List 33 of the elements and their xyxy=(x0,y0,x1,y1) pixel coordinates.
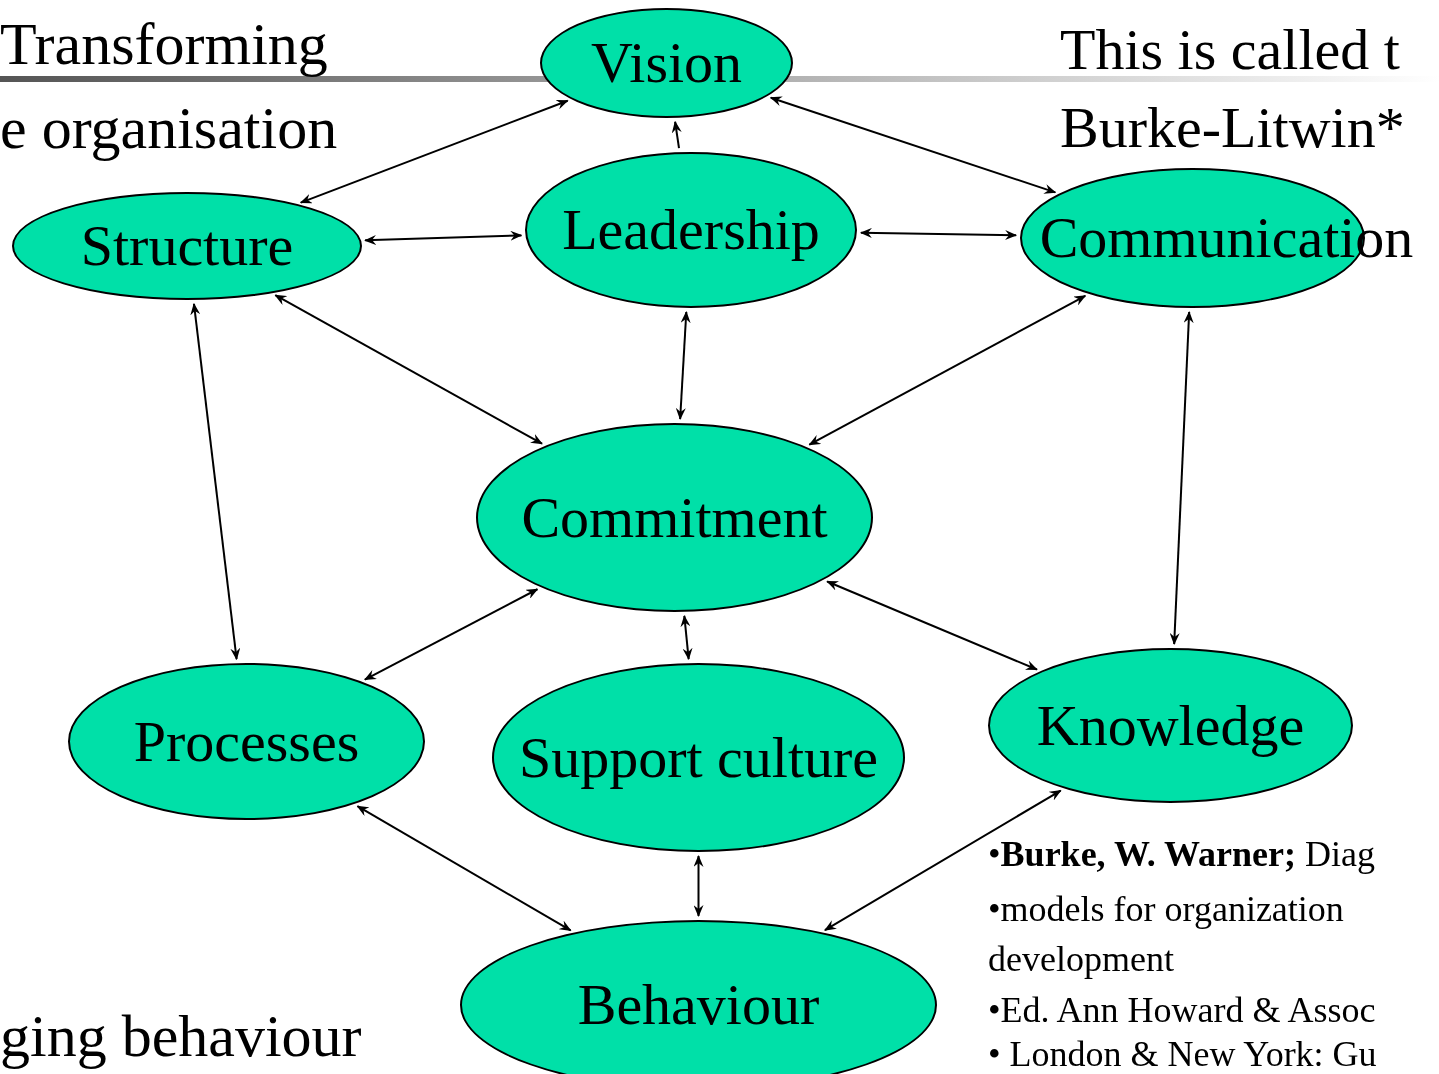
node-label: Vision xyxy=(590,30,743,96)
title-text: e organisation xyxy=(0,94,338,163)
double-arrow xyxy=(671,120,682,150)
title-text: This is called t xyxy=(1060,16,1400,84)
node-label: Processes xyxy=(133,708,360,775)
reference-text: •Ed. Ann Howard & Assoc xyxy=(988,989,1376,1032)
node-label: Commitment xyxy=(521,484,828,551)
node-label: Leadership xyxy=(562,197,820,263)
double-arrow xyxy=(680,614,693,661)
title-text: Transforming xyxy=(0,10,328,79)
node-label: Structure xyxy=(80,213,294,279)
reference-text: • London & New York: Gu xyxy=(988,1034,1377,1074)
double-arrow xyxy=(363,588,539,681)
double-arrow xyxy=(274,294,544,445)
double-arrow xyxy=(675,310,691,421)
double-arrow xyxy=(1169,311,1194,645)
title-text: Burke-Litwin* xyxy=(1060,94,1405,162)
double-arrow xyxy=(356,805,572,932)
node-label: Knowledge xyxy=(1036,692,1305,759)
node-label: Support culture xyxy=(518,724,879,791)
double-arrow xyxy=(299,99,569,204)
reference-text: •Burke, W. Warner; Diag xyxy=(988,833,1375,876)
reference-text: •models for organization development xyxy=(988,888,1345,981)
double-arrow xyxy=(826,580,1038,671)
double-arrow xyxy=(693,855,704,917)
double-arrow xyxy=(859,227,1018,240)
double-arrow xyxy=(190,302,241,661)
double-arrow xyxy=(769,96,1057,194)
double-arrow xyxy=(808,294,1087,446)
title-text: ging behaviour xyxy=(0,1002,362,1071)
node-label: Behaviour xyxy=(577,972,820,1038)
double-arrow xyxy=(823,789,1062,932)
double-arrow xyxy=(364,230,523,245)
